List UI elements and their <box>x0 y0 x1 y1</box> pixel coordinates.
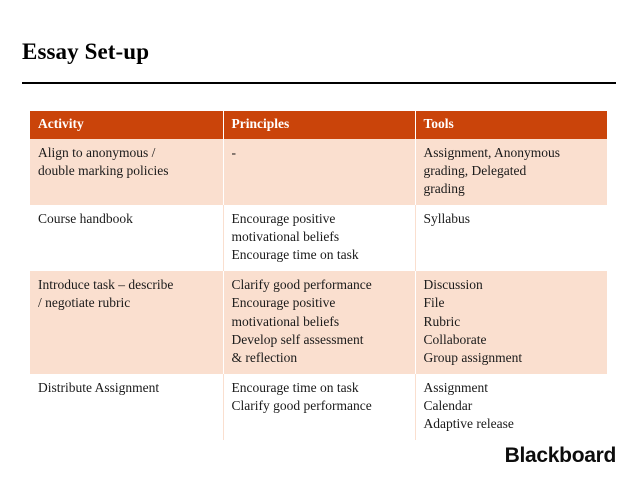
cell-line: & reflection <box>231 349 298 365</box>
table-cell-principles: - <box>223 138 416 206</box>
table-cell-activity: Distribute Assignment <box>30 373 224 440</box>
cell-line: Distribute Assignment <box>38 379 160 395</box>
page-title: Essay Set-up <box>22 39 150 64</box>
table-row: Introduce task – describe / negotiate rub… <box>30 271 607 374</box>
cell-line: Group assignment <box>423 349 523 365</box>
essay-setup-table: Activity Principles Tools Align to anony… <box>30 111 607 440</box>
cell-line: Align to anonymous / <box>38 144 156 160</box>
cell-line: File <box>423 295 445 311</box>
table-cell-activity: Course handbook <box>30 205 224 272</box>
cell-line: Assignment, Anonymous <box>423 144 561 160</box>
cell-line: Clarify good performance <box>231 397 372 413</box>
cell-line: grading <box>423 181 465 197</box>
cell-line: Encourage time on task <box>231 247 359 263</box>
cell-line: Introduce task – describe <box>38 277 174 293</box>
cell-line: motivational beliefs <box>231 313 340 329</box>
cell-line: Collaborate <box>423 331 487 347</box>
cell-line: grading, Delegated <box>423 162 527 178</box>
blackboard-logo: Blackboard <box>504 444 617 467</box>
table-cell-tools: Syllabus <box>415 205 607 272</box>
cell-line: Rubric <box>423 313 461 329</box>
cell-line: Encourage positive <box>231 295 336 311</box>
cell-line: Course handbook <box>38 211 133 227</box>
cell-line: Discussion <box>423 277 483 293</box>
table-row: Distribute Assignment Encourage time on t… <box>30 373 607 440</box>
content-table-container: Activity Principles Tools Align to anony… <box>30 111 607 440</box>
table-cell-activity: Introduce task – describe / negotiate rub… <box>30 271 224 374</box>
table-body: Align to anonymous / double marking polic… <box>30 138 607 440</box>
cell-line: Calendar <box>423 397 473 413</box>
table-row: Align to anonymous / double marking polic… <box>30 138 607 206</box>
cell-line: / negotiate rubric <box>38 295 131 311</box>
table-header-row: Activity Principles Tools <box>30 111 607 139</box>
cell-line: - <box>231 144 237 160</box>
table-cell-tools: Assignment, Anonymous grading, Delegated g… <box>415 138 607 206</box>
cell-line: Encourage positive <box>231 211 336 227</box>
column-header-activity: Activity <box>30 111 224 139</box>
cell-line: Assignment <box>423 379 489 395</box>
cell-line: double marking policies <box>38 162 169 178</box>
cell-line: Encourage time on task <box>231 379 359 395</box>
cell-line: Syllabus <box>423 211 471 227</box>
cell-line: motivational beliefs <box>231 229 340 245</box>
cell-line: Adaptive release <box>423 415 514 431</box>
column-header-principles: Principles <box>223 111 416 139</box>
column-header-tools: Tools <box>415 111 607 139</box>
cell-line: Develop self assessment <box>231 331 364 347</box>
cell-line: Clarify good performance <box>231 277 372 293</box>
table-cell-activity: Align to anonymous / double marking polic… <box>30 138 224 206</box>
title-divider <box>22 82 616 84</box>
table-row: Course handbook Encourage positive motivat… <box>30 205 607 272</box>
